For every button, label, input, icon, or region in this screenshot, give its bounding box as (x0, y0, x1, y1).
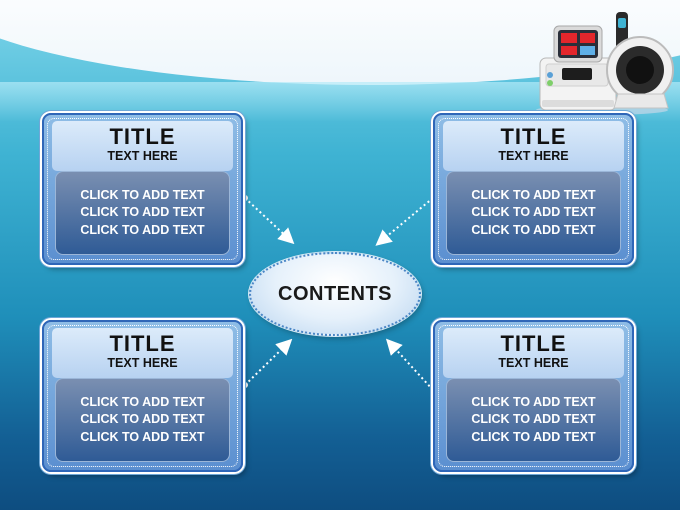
placeholder-line[interactable]: CLICK TO ADD TEXT (80, 187, 205, 202)
card-subtitle[interactable]: TEXT HERE (498, 149, 569, 163)
placeholder-line[interactable]: CLICK TO ADD TEXT (471, 412, 596, 427)
contents-label[interactable]: CONTENTS (278, 282, 392, 305)
card-title[interactable]: TITLE (500, 124, 567, 149)
placeholder-line[interactable]: CLICK TO ADD TEXT (471, 187, 596, 202)
card-header: TITLE TEXT HERE (52, 121, 233, 171)
card-header: TITLE TEXT HERE (52, 328, 233, 378)
card-subtitle[interactable]: TEXT HERE (107, 149, 178, 163)
content-card-bottom-right[interactable]: TITLE TEXT HERE CLICK TO ADD TEXT CLICK … (433, 320, 634, 472)
blood-pressure-monitor-icon (536, 12, 674, 115)
card-header: TITLE TEXT HERE (443, 121, 624, 171)
placeholder-line[interactable]: CLICK TO ADD TEXT (471, 222, 596, 237)
card-title[interactable]: TITLE (109, 124, 176, 149)
card-text-placeholder[interactable]: CLICK TO ADD TEXT CLICK TO ADD TEXT CLIC… (446, 378, 621, 462)
card-text-placeholder[interactable]: CLICK TO ADD TEXT CLICK TO ADD TEXT CLIC… (55, 171, 230, 255)
content-card-top-left[interactable]: TITLE TEXT HERE CLICK TO ADD TEXT CLICK … (42, 113, 243, 265)
card-title[interactable]: TITLE (500, 331, 567, 356)
placeholder-line[interactable]: CLICK TO ADD TEXT (80, 412, 205, 427)
card-subtitle[interactable]: TEXT HERE (107, 356, 178, 370)
card-text-placeholder[interactable]: CLICK TO ADD TEXT CLICK TO ADD TEXT CLIC… (446, 171, 621, 255)
contents-ellipse[interactable]: CONTENTS (249, 252, 421, 336)
placeholder-line[interactable]: CLICK TO ADD TEXT (471, 205, 596, 220)
card-header: TITLE TEXT HERE (443, 328, 624, 378)
card-text-placeholder[interactable]: CLICK TO ADD TEXT CLICK TO ADD TEXT CLIC… (55, 378, 230, 462)
connector-top-right (375, 195, 436, 246)
placeholder-line[interactable]: CLICK TO ADD TEXT (80, 394, 205, 409)
connector-bottom-right (385, 338, 436, 393)
placeholder-line[interactable]: CLICK TO ADD TEXT (80, 205, 205, 220)
placeholder-line[interactable]: CLICK TO ADD TEXT (80, 429, 205, 444)
placeholder-line[interactable]: CLICK TO ADD TEXT (471, 394, 596, 409)
card-title[interactable]: TITLE (109, 331, 176, 356)
placeholder-line[interactable]: CLICK TO ADD TEXT (80, 222, 205, 237)
card-subtitle[interactable]: TEXT HERE (498, 356, 569, 370)
content-card-bottom-left[interactable]: TITLE TEXT HERE CLICK TO ADD TEXT CLICK … (42, 320, 243, 472)
connector-top-left (242, 195, 295, 245)
content-card-top-right[interactable]: TITLE TEXT HERE CLICK TO ADD TEXT CLICK … (433, 113, 634, 265)
connector-bottom-left (242, 338, 293, 388)
placeholder-line[interactable]: CLICK TO ADD TEXT (471, 429, 596, 444)
